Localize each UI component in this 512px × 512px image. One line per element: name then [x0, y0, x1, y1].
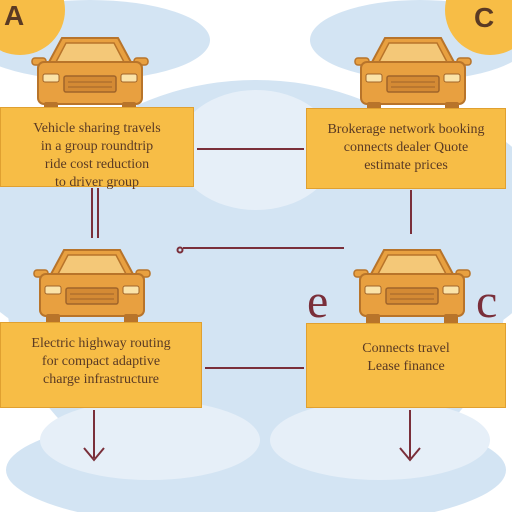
info-panel-top-right: Brokerage network booking connects deale…: [306, 108, 506, 189]
panel-text-line: Connects travel: [307, 340, 505, 358]
panel-text-line: to driver group: [1, 174, 193, 192]
panel-text-line: Brokerage network booking: [307, 121, 505, 139]
panel-text-line: ride cost reduction: [1, 156, 193, 174]
panel-text-line: for compact adaptive: [1, 353, 201, 371]
panel-text-line: Vehicle sharing travels: [1, 120, 193, 138]
panel-text-line: connects dealer Quote: [307, 139, 505, 157]
panel-text-line: estimate prices: [307, 157, 505, 175]
panel-text-line: Lease finance: [307, 358, 505, 376]
info-panel-bottom-left: Electric highway routing for compact ada…: [0, 322, 202, 408]
panel-text-line: Electric highway routing: [1, 335, 201, 353]
panel-text-line: in a group roundtrip: [1, 138, 193, 156]
panel-text-line: charge infrastructure: [1, 371, 201, 389]
corner-letter-c: C: [474, 2, 494, 34]
mid-letter-c: c: [476, 278, 497, 326]
mid-letter-e: e: [307, 278, 328, 326]
corner-letter-a: A: [4, 0, 24, 32]
info-panel-top-left: Vehicle sharing travels in a group round…: [0, 107, 194, 187]
info-panel-bottom-right: Connects travel Lease finance: [306, 323, 506, 408]
